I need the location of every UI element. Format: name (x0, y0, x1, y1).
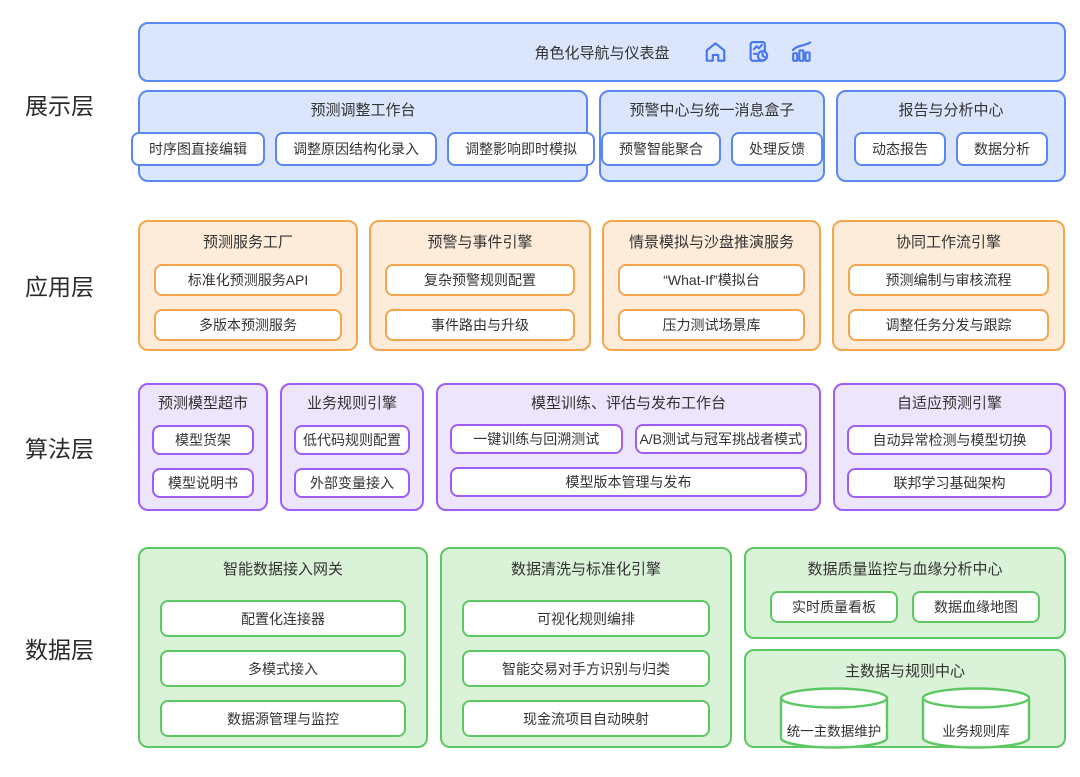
layer-label-presentation: 展示层 (25, 93, 94, 119)
capability-chip: 调整任务分发与跟踪 (848, 309, 1049, 341)
banner-icon-group (702, 39, 815, 66)
group-title: 数据清洗与标准化引擎 (510, 561, 661, 578)
group-title: 模型训练、评估与发布工作台 (530, 395, 726, 412)
group-data-cleansing-engine: 数据清洗与标准化引擎 可视化规则编排 智能交易对手方识别与归类 现金流项目自动映… (440, 547, 732, 748)
database-label: 统一主数据维护 (786, 724, 882, 739)
database-cylinder: 业务规则库 (920, 686, 1032, 750)
chip-stack: 模型货架 模型说明书 (152, 425, 254, 498)
group-title: 数据质量监控与血缘分析中心 (807, 561, 1003, 578)
capability-chip: 模型货架 (152, 425, 254, 455)
group-title: 智能数据接入网关 (222, 561, 343, 578)
data-layer-right-column: 数据质量监控与血缘分析中心 实时质量看板 数据血缘地图 主数据与规则中心 统一主… (744, 547, 1066, 750)
presentation-layer-band: 预测调整工作台 时序图直接编辑 调整原因结构化录入 调整影响即时模拟 预警中心与… (131, 90, 1066, 182)
capability-chip: 现金流项目自动映射 (462, 700, 710, 737)
group-adaptive-forecast-engine: 自适应预测引擎 自动异常检测与模型切换 联邦学习基础架构 (833, 383, 1066, 511)
group-title: 预测模型超市 (157, 395, 248, 412)
group-data-ingestion-gateway: 智能数据接入网关 配置化连接器 多模式接入 数据源管理与监控 (138, 547, 428, 748)
capability-chip: 数据血缘地图 (912, 591, 1040, 623)
capability-chip: “What-If”模拟台 (618, 264, 805, 296)
group-model-supermarket: 预测模型超市 模型货架 模型说明书 (138, 383, 268, 511)
chip-row: 预警智能聚合 处理反馈 (601, 132, 823, 166)
chip-stack: 配置化连接器 多模式接入 数据源管理与监控 (160, 600, 406, 737)
banner-title: 角色化导航与仪表盘 (534, 44, 670, 62)
chip-stack: 可视化规则编排 智能交易对手方识别与归类 现金流项目自动映射 (462, 600, 710, 737)
group-title: 协同工作流引擎 (895, 234, 1001, 251)
capability-chip: 低代码规则配置 (294, 425, 410, 455)
chip-row: 时序图直接编辑 调整原因结构化录入 调整影响即时模拟 (131, 132, 595, 166)
group-title: 预警中心与统一消息盒子 (629, 102, 795, 119)
capability-chip: 预测编制与审核流程 (848, 264, 1049, 296)
group-business-rule-engine: 业务规则引擎 低代码规则配置 外部变量接入 (280, 383, 424, 511)
home-icon (705, 42, 726, 62)
chip-stack: 低代码规则配置 外部变量接入 (294, 425, 410, 498)
group-title: 主数据与规则中心 (844, 663, 965, 680)
group-title: 情景模拟与沙盘推演服务 (628, 234, 794, 251)
report-clock-icon (749, 41, 769, 62)
capability-chip: 复杂预警规则配置 (385, 264, 575, 296)
chip-stack: 预测编制与审核流程 调整任务分发与跟踪 (848, 264, 1049, 341)
cylinder-icon (921, 687, 1031, 749)
database-row: 统一主数据维护 业务规则库 (766, 686, 1044, 750)
chip-stack: 标准化预测服务API 多版本预测服务 (154, 264, 342, 341)
chip-row: 一键训练与回溯测试 A/B测试与冠军挑战者模式 (450, 424, 807, 454)
capability-chip: 可视化规则编排 (462, 600, 710, 637)
database-cylinder: 统一主数据维护 (778, 686, 890, 750)
group-alert-center-message-box: 预警中心与统一消息盒子 预警智能聚合 处理反馈 (599, 90, 825, 182)
capability-chip: 标准化预测服务API (154, 264, 342, 296)
cylinder-icon (779, 687, 889, 749)
data-layer-band: 智能数据接入网关 配置化连接器 多模式接入 数据源管理与监控 数据清洗与标准化引… (138, 547, 1066, 750)
group-title: 业务规则引擎 (306, 395, 397, 412)
chip-row: 实时质量看板 数据血缘地图 (766, 591, 1044, 623)
capability-chip: 动态报告 (854, 132, 946, 166)
algorithm-layer-band: 预测模型超市 模型货架 模型说明书 业务规则引擎 低代码规则配置 外部变量接入 … (138, 383, 1066, 511)
chip-stack: 自动异常检测与模型切换 联邦学习基础架构 (847, 425, 1052, 498)
capability-chip: A/B测试与冠军挑战者模式 (634, 424, 807, 454)
capability-chip: 外部变量接入 (294, 468, 410, 498)
layer-label-data: 数据层 (25, 637, 94, 663)
group-scenario-simulation-service: 情景模拟与沙盘推演服务 “What-If”模拟台 压力测试场景库 (602, 220, 821, 351)
capability-chip: 多模式接入 (160, 650, 406, 687)
capability-chip: 压力测试场景库 (618, 309, 805, 341)
group-title: 报告与分析中心 (898, 102, 1004, 119)
group-report-analysis-center: 报告与分析中心 动态报告 数据分析 (836, 90, 1066, 182)
group-title: 预警与事件引擎 (427, 234, 533, 251)
capability-chip: 调整原因结构化录入 (275, 132, 437, 166)
layer-label-application: 应用层 (25, 274, 94, 300)
capability-chip: 实时质量看板 (770, 591, 898, 623)
database-label: 业务规则库 (942, 724, 1010, 739)
capability-chip: 配置化连接器 (160, 600, 406, 637)
chip-row: 动态报告 数据分析 (850, 132, 1052, 166)
group-alert-event-engine: 预警与事件引擎 复杂预警规则配置 事件路由与升级 (369, 220, 591, 351)
capability-chip: 事件路由与升级 (385, 309, 575, 341)
group-title: 自适应预测引擎 (896, 395, 1002, 412)
capability-chip: 处理反馈 (731, 132, 823, 166)
chip-stack: “What-If”模拟台 压力测试场景库 (618, 264, 805, 341)
chip-stack: 复杂预警规则配置 事件路由与升级 (385, 264, 575, 341)
group-title: 预测服务工厂 (202, 234, 293, 251)
group-forecast-service-factory: 预测服务工厂 标准化预测服务API 多版本预测服务 (138, 220, 358, 351)
capability-chip: 数据源管理与监控 (160, 700, 406, 737)
group-data-quality-lineage-center: 数据质量监控与血缘分析中心 实时质量看板 数据血缘地图 (744, 547, 1066, 639)
capability-chip: 数据分析 (956, 132, 1048, 166)
capability-chip: 智能交易对手方识别与归类 (462, 650, 710, 687)
capability-chip: 预警智能聚合 (601, 132, 721, 166)
capability-chip: 模型说明书 (152, 468, 254, 498)
capability-chip: 时序图直接编辑 (131, 132, 265, 166)
group-model-training-workbench: 模型训练、评估与发布工作台 一键训练与回溯测试 A/B测试与冠军挑战者模式 模型… (436, 383, 821, 511)
layer-label-algorithm: 算法层 (25, 436, 94, 462)
capability-chip: 自动异常检测与模型切换 (847, 425, 1052, 455)
bar-chart-trend-icon (791, 41, 812, 62)
group-collaborative-workflow-engine: 协同工作流引擎 预测编制与审核流程 调整任务分发与跟踪 (832, 220, 1065, 351)
capability-chip: 调整影响即时模拟 (447, 132, 595, 166)
capability-chip: 模型版本管理与发布 (450, 467, 807, 497)
capability-chip: 多版本预测服务 (154, 309, 342, 341)
role-navigation-banner: 角色化导航与仪表盘 (138, 22, 1066, 82)
capability-chip: 联邦学习基础架构 (847, 468, 1052, 498)
capability-chip: 一键训练与回溯测试 (450, 424, 623, 454)
group-master-data-rule-center: 主数据与规则中心 统一主数据维护 业务规则库 (744, 649, 1066, 750)
group-title: 预测调整工作台 (310, 102, 416, 119)
group-forecast-adjustment-workbench: 预测调整工作台 时序图直接编辑 调整原因结构化录入 调整影响即时模拟 (131, 90, 595, 182)
application-layer-band: 预测服务工厂 标准化预测服务API 多版本预测服务 预警与事件引擎 复杂预警规则… (138, 220, 1066, 351)
